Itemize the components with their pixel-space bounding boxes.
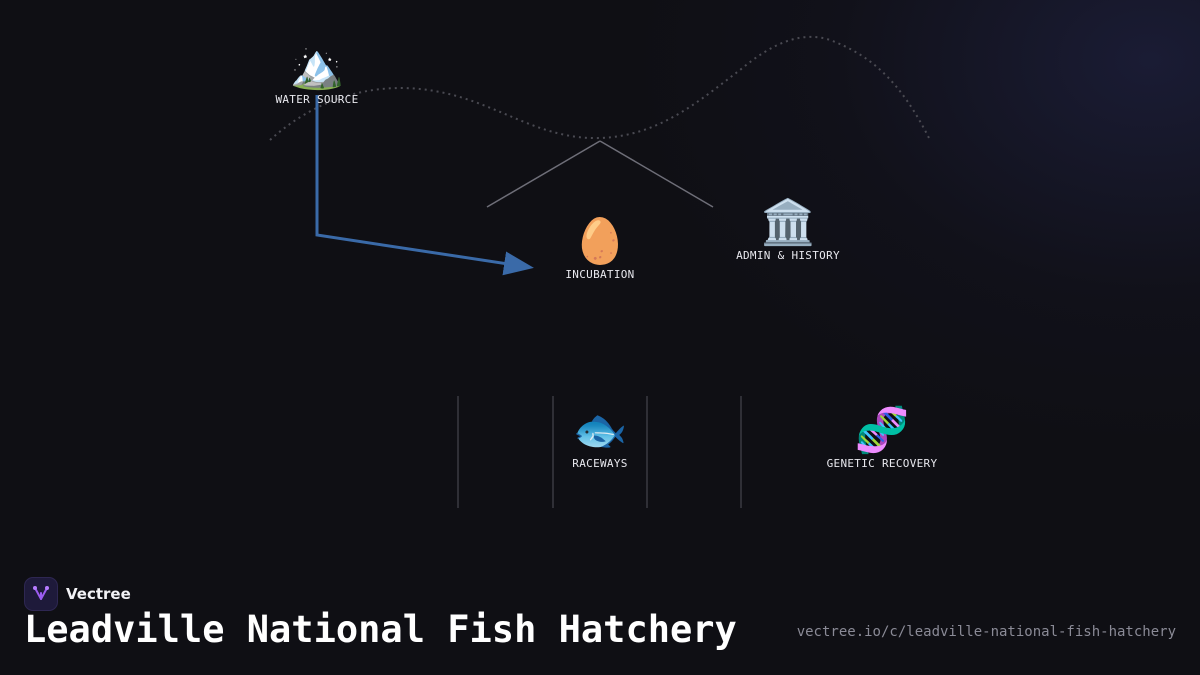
node-label: RACEWAYS	[572, 457, 628, 470]
node-label: ADMIN & HISTORY	[736, 249, 840, 262]
dotted-river-path	[269, 35, 931, 141]
brand[interactable]: Vectree	[24, 577, 131, 611]
roof-line-right	[599, 140, 714, 208]
page-title: Leadville National Fish Hatchery	[24, 608, 737, 651]
node-water-source[interactable]: 🏔️ WATER SOURCE	[275, 41, 359, 107]
fish-icon: 🐟	[572, 405, 628, 456]
flow-arrow-water-to-incubation	[315, 95, 534, 276]
brand-name: Vectree	[66, 585, 131, 603]
node-genetic-recovery[interactable]: 🧬 GENETIC RECOVERY	[826, 405, 938, 471]
mountain-icon: 🏔️	[289, 41, 345, 92]
vectree-logo-icon	[24, 577, 58, 611]
node-admin-history[interactable]: 🏛️ ADMIN & HISTORY	[736, 197, 840, 263]
node-label: INCUBATION	[565, 268, 635, 281]
node-incubation[interactable]: 🥚 INCUBATION	[565, 216, 635, 282]
node-label: GENETIC RECOVERY	[826, 457, 938, 470]
dna-icon: 🧬	[854, 405, 910, 456]
classical-building-icon: 🏛️	[760, 197, 816, 248]
roof-line-left	[486, 140, 601, 208]
node-raceways[interactable]: 🐟 RACEWAYS	[572, 405, 628, 471]
page-url[interactable]: vectree.io/c/leadville-national-fish-hat…	[796, 624, 1176, 640]
egg-icon: 🥚	[572, 216, 628, 267]
node-label: WATER SOURCE	[275, 93, 359, 106]
